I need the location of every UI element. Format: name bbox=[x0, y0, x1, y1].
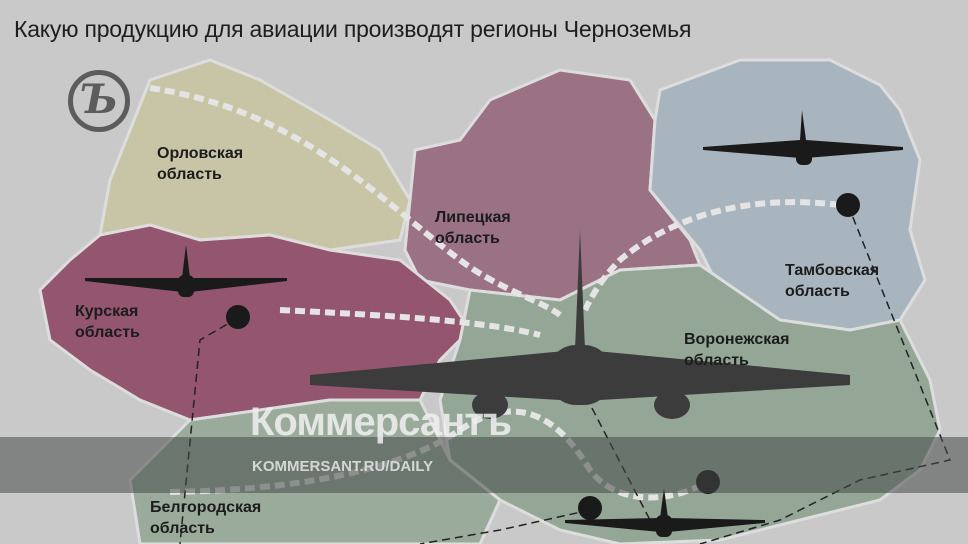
route-line bbox=[279, 307, 541, 338]
airplane-icon-tambov bbox=[703, 110, 903, 165]
region-name: Липецкая bbox=[435, 209, 511, 226]
route-line bbox=[582, 199, 841, 312]
watermark-brand: Коммерсантъ bbox=[250, 400, 512, 444]
location-dot bbox=[578, 496, 602, 520]
dashed-line bbox=[419, 509, 591, 544]
watermark-url[interactable]: KOMMERSANT.RU/DAILY bbox=[252, 458, 434, 475]
watermark-band bbox=[0, 437, 968, 493]
dashed-line bbox=[179, 317, 239, 544]
region-oryol[interactable] bbox=[98, 58, 412, 252]
label-voronezh: Воронежская область bbox=[684, 329, 790, 371]
label-kursk: Курская область bbox=[75, 301, 140, 343]
kommersant-logo: Ъ bbox=[68, 70, 130, 132]
region-name: Орловская bbox=[157, 145, 244, 162]
label-lipetsk: Липецкая область bbox=[435, 207, 511, 249]
location-dot bbox=[226, 305, 250, 329]
airplane-icon-large bbox=[310, 230, 850, 419]
region-type: область bbox=[150, 520, 215, 537]
region-name: Воронежская bbox=[684, 331, 790, 348]
region-type: область bbox=[684, 352, 749, 369]
page-title: Какую продукцию для авиации производят р… bbox=[14, 16, 692, 42]
location-dot bbox=[836, 193, 860, 217]
label-tambov: Тамбовская область bbox=[785, 260, 879, 302]
region-name: Курская bbox=[75, 303, 139, 320]
airplane-icon-bottom bbox=[565, 488, 765, 537]
route-line bbox=[169, 408, 712, 501]
region-type: область bbox=[785, 283, 850, 300]
region-tambov[interactable] bbox=[648, 58, 927, 332]
route-line bbox=[149, 85, 562, 318]
region-type: область bbox=[75, 324, 140, 341]
region-name: Белгородская bbox=[150, 499, 262, 516]
region-type: область bbox=[157, 166, 222, 183]
label-oryol: Орловская область bbox=[157, 143, 243, 185]
label-belgorod: Белгородская область bbox=[150, 497, 261, 539]
region-type: область bbox=[435, 230, 500, 247]
region-name: Тамбовская bbox=[785, 262, 880, 279]
airplane-icon-kursk bbox=[85, 245, 287, 297]
